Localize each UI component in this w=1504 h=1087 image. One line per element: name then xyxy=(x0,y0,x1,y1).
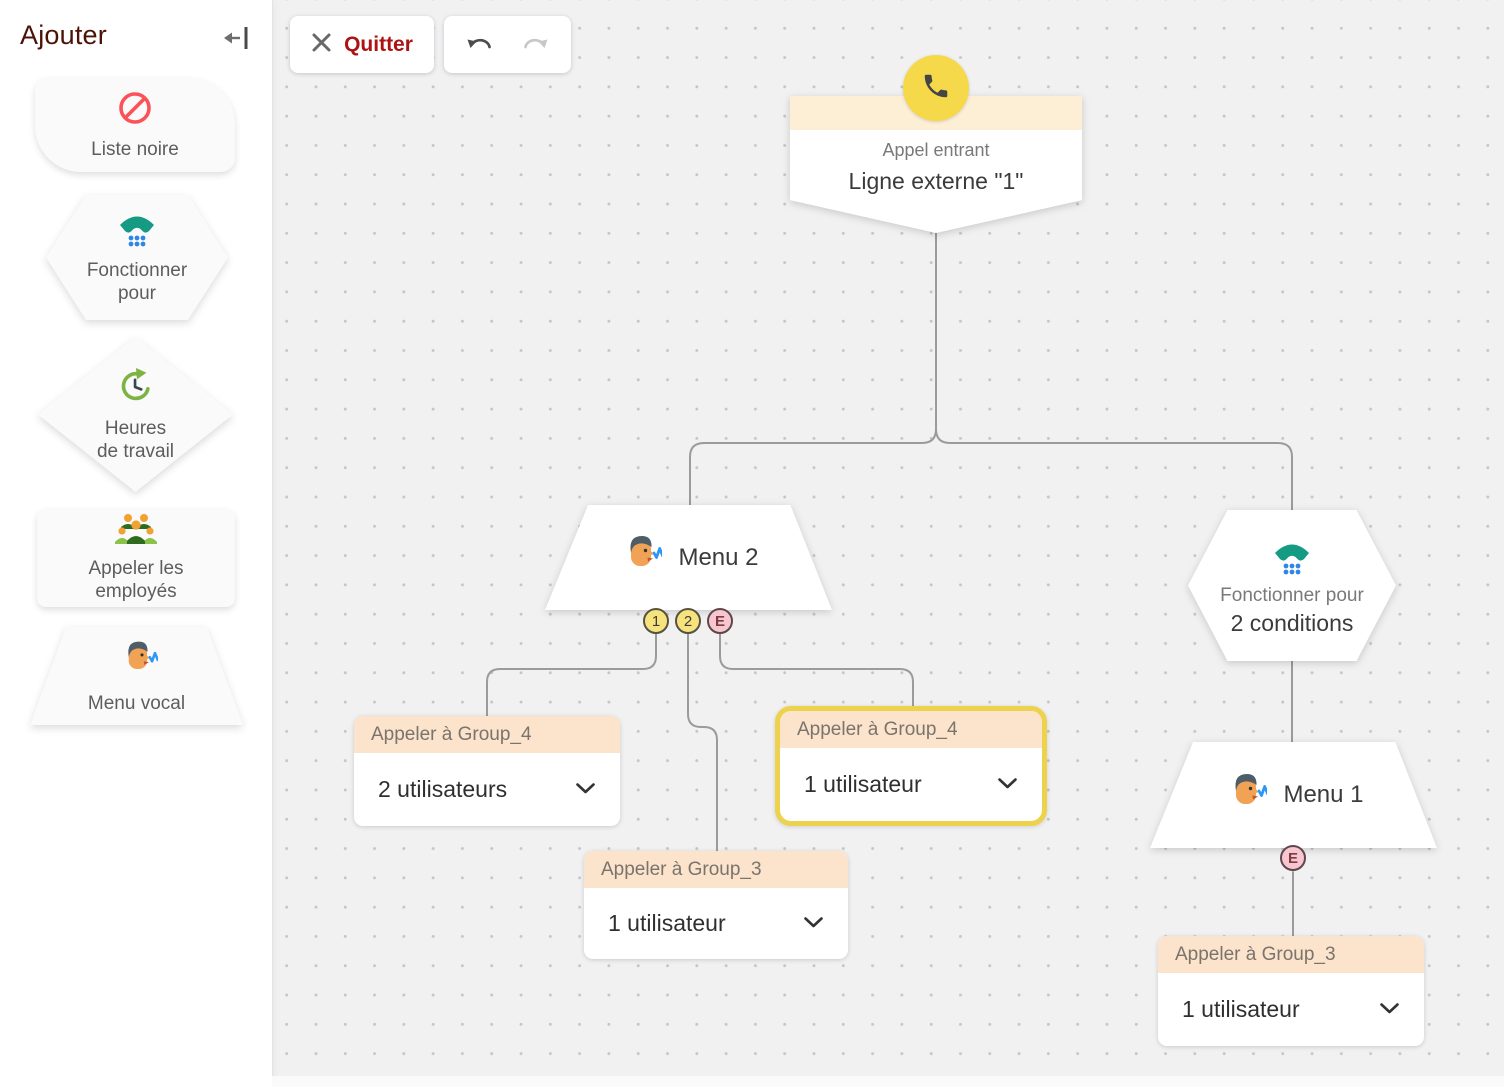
quit-button-label: Quitter xyxy=(344,32,413,56)
connector-wires xyxy=(486,232,1294,937)
call-group4-selected-user-select[interactable]: 1 utilisateur xyxy=(780,748,1042,821)
quit-button[interactable]: Quitter xyxy=(290,16,434,73)
call-group3-a-user-select[interactable]: 1 utilisateur xyxy=(584,888,848,959)
node-call-group4-a[interactable]: Appeler à Group_4 2 utilisateurs xyxy=(354,716,620,826)
flow-canvas[interactable]: Quitter Appel entrant Ligne externe "1" xyxy=(272,0,1504,1087)
menu-1-title: Menu 1 xyxy=(1283,781,1364,808)
node-menu-2[interactable]: Menu 2 xyxy=(545,505,832,610)
voice-menu-icon xyxy=(1223,770,1272,821)
blocked-icon xyxy=(117,90,153,131)
menu-2-title: Menu 2 xyxy=(678,543,759,571)
node-incoming-call[interactable]: Appel entrant Ligne externe "1" xyxy=(790,96,1082,233)
palette-item-liste-noire[interactable]: Liste noire xyxy=(35,78,235,172)
node-call-group4-selected[interactable]: Appeler à Group_4 1 utilisateur xyxy=(775,706,1047,826)
chevron-down-icon xyxy=(998,776,1017,794)
port-menu1-error[interactable]: E xyxy=(1280,845,1306,871)
call-group3-a-header: Appeler à Group_3 xyxy=(584,851,848,888)
call-group3-b-header: Appeler à Group_3 xyxy=(1158,936,1424,973)
chevron-down-icon xyxy=(804,915,823,933)
palette-item-menu-vocal[interactable]: Menu vocal xyxy=(30,627,243,725)
incoming-call-type-label: Appel entrant xyxy=(882,140,990,160)
node-call-group3-a[interactable]: Appeler à Group_3 1 utilisateur xyxy=(584,851,848,959)
call-group4-a-user-select[interactable]: 2 utilisateurs xyxy=(354,753,620,826)
collapse-sidebar-icon[interactable] xyxy=(222,24,252,52)
incoming-call-badge xyxy=(903,55,969,121)
node-call-group3-b[interactable]: Appeler à Group_3 1 utilisateur xyxy=(1158,936,1424,1046)
palette-item-label: Menu vocal xyxy=(87,692,186,714)
call-group3-b-value: 1 utilisateur xyxy=(1182,996,1300,1022)
close-icon xyxy=(311,32,332,58)
condition-type-label: Fonctionner pour xyxy=(1220,584,1364,606)
port-menu2-option-2[interactable]: 2 xyxy=(675,608,701,634)
voice-menu-icon xyxy=(116,638,161,685)
port-menu2-option-1[interactable]: 1 xyxy=(643,608,669,634)
condition-title: 2 conditions xyxy=(1230,609,1354,636)
sidebar-header: Ajouter xyxy=(0,0,272,70)
phone-keypad-icon xyxy=(116,211,158,252)
chevron-down-icon xyxy=(1380,1001,1399,1019)
node-palette-sidebar: Ajouter Liste noire xyxy=(0,0,273,1087)
palette-item-label: Liste noire xyxy=(91,138,179,160)
port-menu2-error[interactable]: E xyxy=(707,608,733,634)
node-menu-1[interactable]: Menu 1 xyxy=(1150,742,1437,848)
phone-icon xyxy=(921,71,951,106)
voice-menu-icon xyxy=(618,532,667,583)
node-condition[interactable]: Fonctionner pour 2 conditions xyxy=(1188,510,1396,661)
call-group4-a-value: 2 utilisateurs xyxy=(378,776,508,802)
incoming-call-line-name: Ligne externe "1" xyxy=(848,168,1024,194)
undo-button[interactable] xyxy=(462,27,498,63)
horizontal-scrollbar[interactable] xyxy=(272,1076,1504,1087)
call-group4-selected-value: 1 utilisateur xyxy=(804,771,922,797)
sidebar-title: Ajouter xyxy=(20,20,107,50)
call-group3-a-value: 1 utilisateur xyxy=(608,910,726,936)
call-group4-a-header: Appeler à Group_4 xyxy=(354,716,620,753)
undo-redo-toolbar xyxy=(444,16,571,73)
chevron-down-icon xyxy=(576,781,595,799)
redo-button[interactable] xyxy=(517,27,553,63)
call-group4-selected-header: Appeler à Group_4 xyxy=(780,711,1042,748)
phone-keypad-icon xyxy=(1271,539,1313,580)
call-group3-b-user-select[interactable]: 1 utilisateur xyxy=(1158,973,1424,1046)
history-clock-icon xyxy=(117,367,155,410)
people-group-icon xyxy=(114,513,158,550)
